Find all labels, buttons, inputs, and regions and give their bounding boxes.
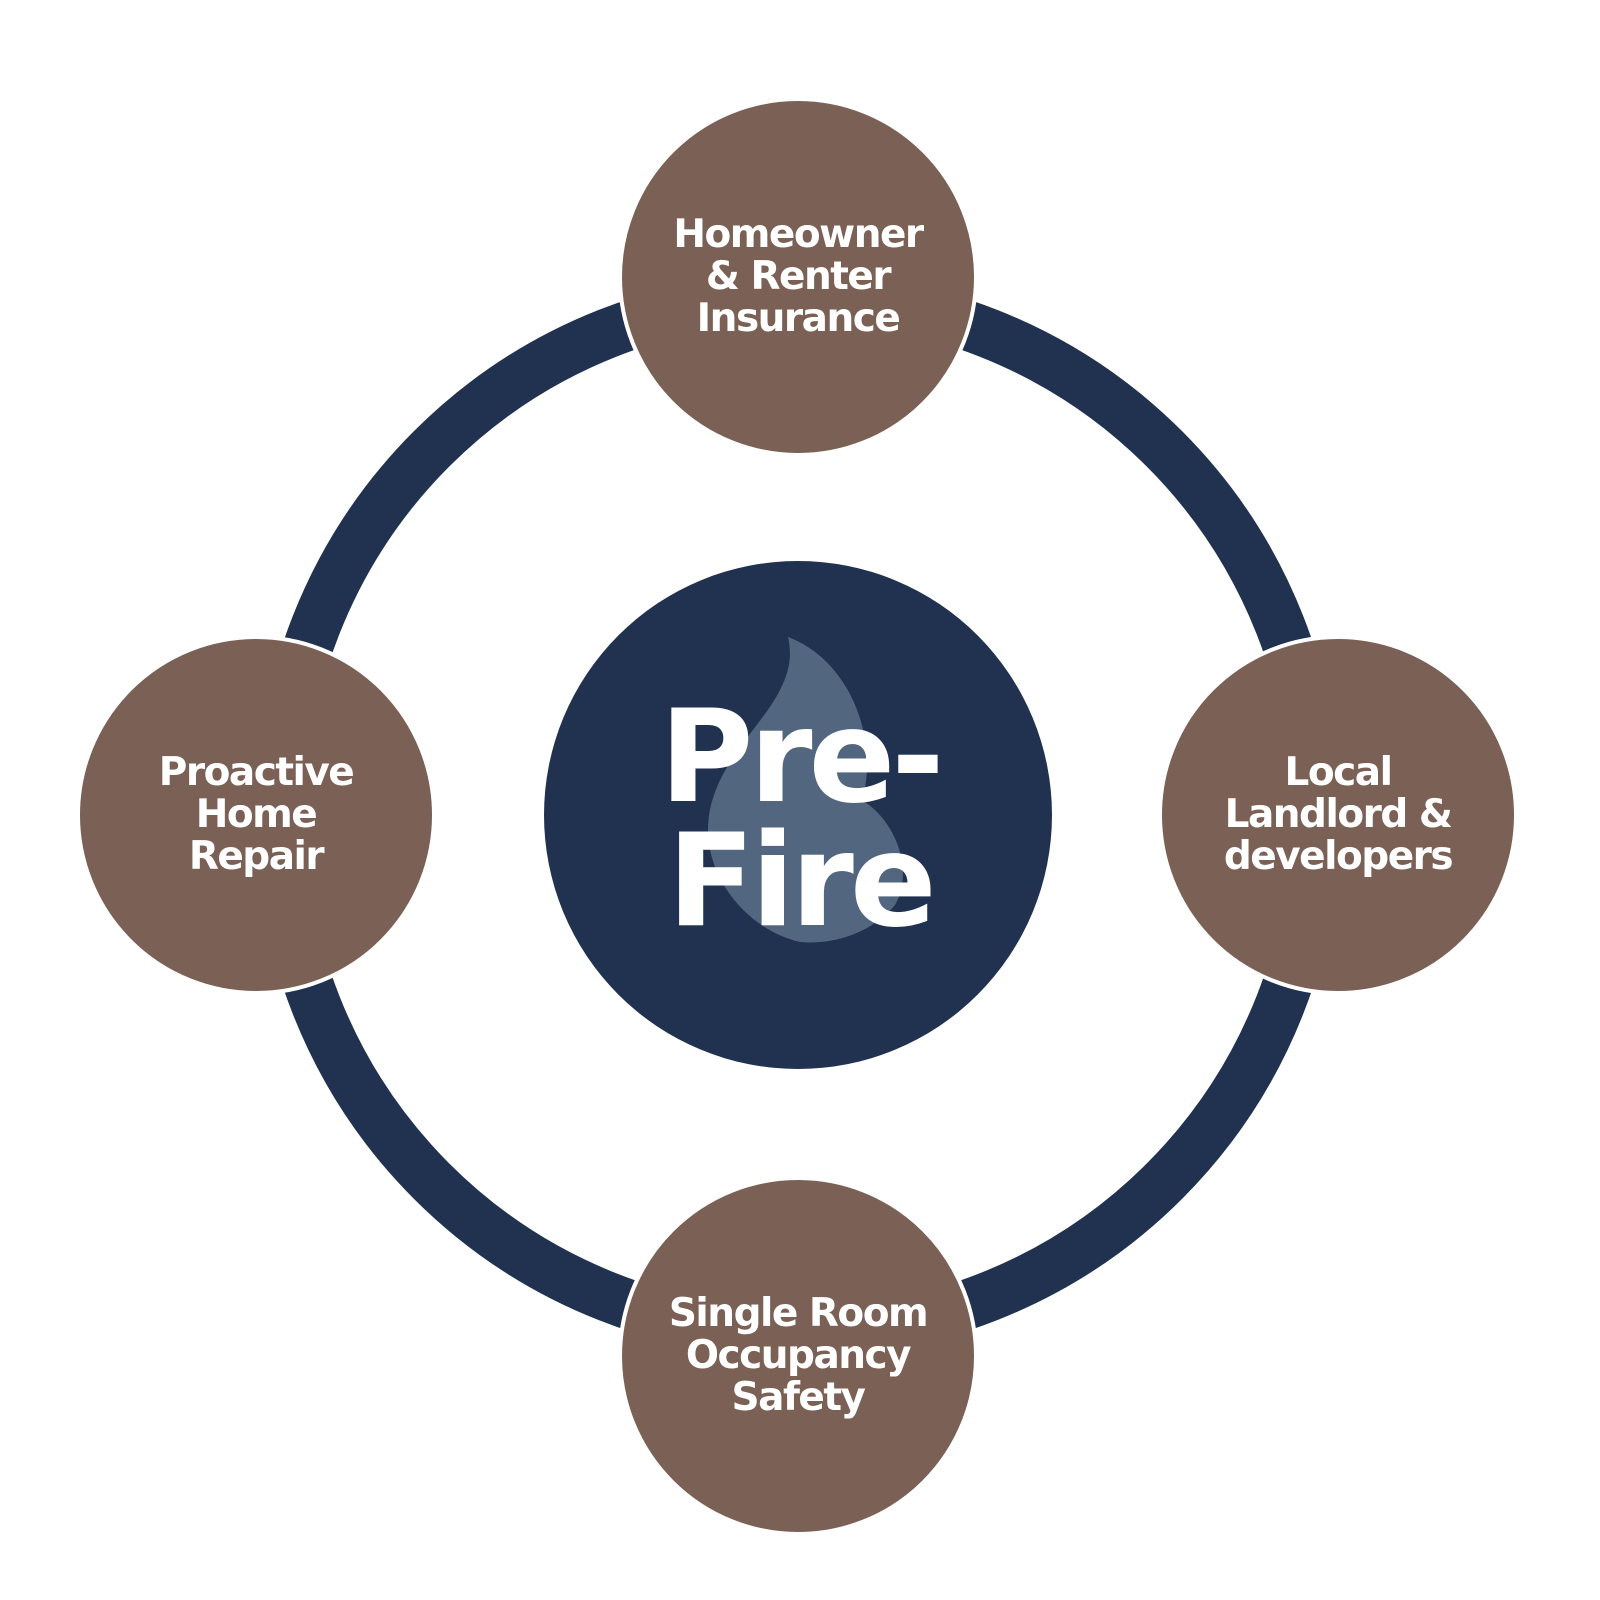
node-left-line-1: Proactive bbox=[158, 750, 355, 795]
node-right-line-1: Local bbox=[1284, 750, 1393, 795]
center-title-line-1: Pre- bbox=[659, 683, 945, 832]
node-right-line-2: Landlord & bbox=[1224, 792, 1453, 837]
node-top-line-2: & Renter bbox=[705, 254, 892, 299]
node-left-line-3: Repair bbox=[188, 834, 325, 879]
node-right-line-3: developers bbox=[1223, 834, 1454, 879]
node-right: Local Landlord & developers bbox=[1188, 665, 1488, 965]
node-bottom-line-2: Occupancy bbox=[685, 1333, 912, 1378]
node-left-line-2: Home bbox=[195, 792, 318, 837]
node-bottom-line-3: Safety bbox=[731, 1375, 866, 1420]
node-circle-top bbox=[618, 97, 978, 457]
node-bottom-line-1: Single Room bbox=[668, 1291, 929, 1336]
node-circle-right bbox=[1158, 635, 1518, 995]
node-top-line-1: Homeowner bbox=[673, 212, 924, 257]
center-title: Pre- Fire bbox=[560, 590, 1040, 1050]
node-bottom: Single Room Occupancy Safety bbox=[648, 1206, 948, 1506]
node-top: Homeowner & Renter Insurance bbox=[648, 127, 948, 427]
node-circle-left bbox=[76, 635, 436, 995]
node-circle-bottom bbox=[618, 1176, 978, 1536]
node-top-line-3: Insurance bbox=[696, 296, 901, 341]
flame-icon bbox=[708, 637, 903, 943]
node-left: Proactive Home Repair bbox=[106, 665, 406, 965]
center-title-line-2: Fire bbox=[667, 807, 936, 956]
